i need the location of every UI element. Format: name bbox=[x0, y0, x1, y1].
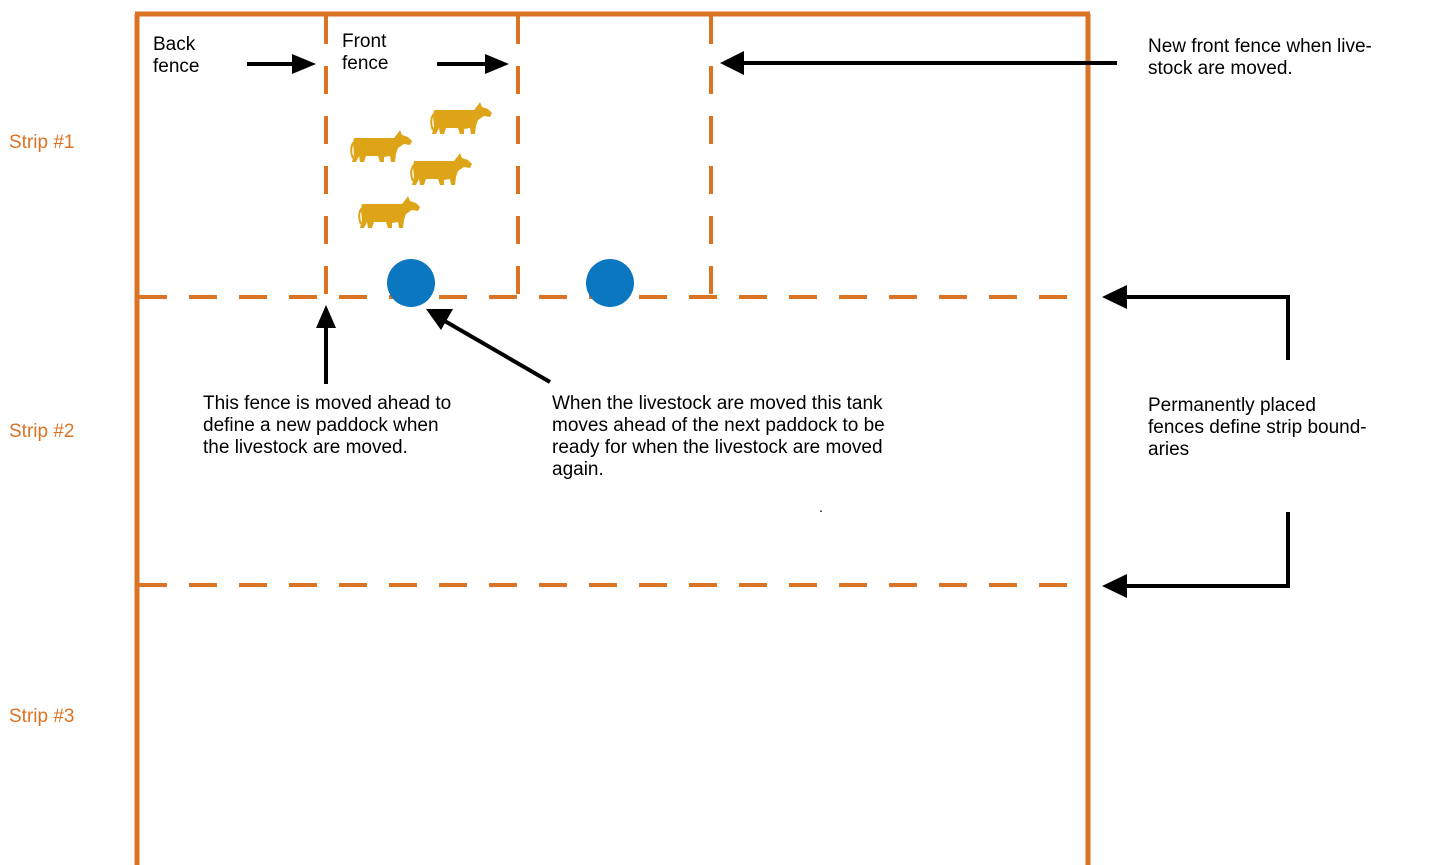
cow-icon bbox=[430, 101, 493, 135]
tank-moves-label: When the livestock are moved this tank m… bbox=[552, 393, 885, 480]
fence-moved-label: This fence is moved ahead to define a ne… bbox=[203, 393, 452, 458]
arrows bbox=[247, 51, 1290, 598]
strip-label-3: Strip #3 bbox=[9, 706, 75, 727]
water-tank-icon bbox=[586, 259, 634, 307]
front-fence-label: Front fence bbox=[342, 31, 389, 74]
permanent-fences-label: Permanently placed fences define strip b… bbox=[1148, 395, 1367, 460]
outer-fence bbox=[134, 11, 1091, 865]
livestock-group bbox=[350, 101, 493, 229]
strip-label-1: Strip #1 bbox=[9, 132, 75, 153]
new-front-fence-arrow bbox=[720, 51, 1117, 75]
cow-icon bbox=[358, 195, 421, 229]
cow-icon bbox=[350, 129, 413, 163]
strip-label-2: Strip #2 bbox=[9, 421, 75, 442]
fence-moved-arrow bbox=[316, 305, 336, 384]
stray-dot: . bbox=[819, 499, 823, 515]
water-tank-icon bbox=[387, 259, 435, 307]
front-fence-arrow bbox=[437, 54, 509, 74]
back-fence-arrow bbox=[247, 54, 316, 74]
cow-icon bbox=[410, 152, 473, 186]
permanent-fence-arrow-upper bbox=[1102, 285, 1290, 360]
permanent-fence-arrow-lower bbox=[1102, 512, 1290, 598]
tank-moves-arrow bbox=[426, 309, 552, 384]
new-front-fence-label: New front fence when live- stock are mov… bbox=[1148, 36, 1372, 79]
back-fence-label: Back fence bbox=[153, 34, 200, 77]
